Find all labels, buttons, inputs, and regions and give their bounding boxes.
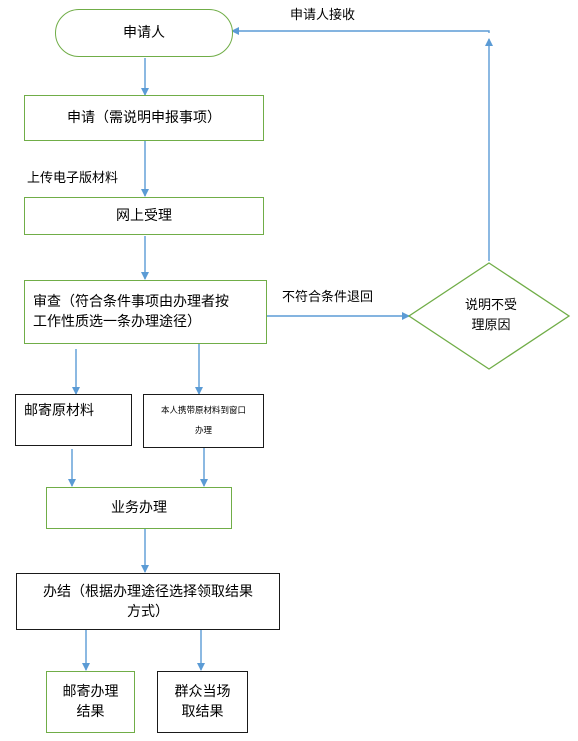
node-review: 审查（符合条件事项由办理者按 工作性质选一条办理途径） [24,280,267,344]
node-onsite-result: 群众当场 取结果 [157,671,248,733]
node-onsite-result-line2: 取结果 [181,704,224,720]
edge-label-upload: 上传电子版材料 [27,171,119,186]
node-apply: 申请（需说明申报事项） [24,95,264,141]
node-reject-reason: 说明不受 理原因 [459,297,523,335]
node-review-line1: 审查（符合条件事项由办理者按 [33,294,229,310]
edge-label-reject: 不符合条件退回 [282,290,374,305]
node-onsite-result-line1: 群众当场 [174,684,231,700]
node-reject-line2: 理原因 [471,318,511,333]
edge-label-receive: 申请人接收 [290,8,356,23]
node-bring-originals: 本人携带原材料到窗口 办理 [143,394,264,448]
node-apply-label: 申请（需说明申报事项） [67,110,221,126]
node-mail-result-line1: 邮寄办理 [62,684,119,700]
node-mail-result-line2: 结果 [76,704,105,720]
node-applicant: 申请人 [55,9,233,57]
node-applicant-label: 申请人 [123,25,165,41]
reject-diamond [407,262,571,370]
node-bring-originals-line2: 办理 [194,426,212,436]
node-reject-line1: 说明不受 [464,298,517,313]
node-mail-result: 邮寄办理 结果 [46,671,135,733]
node-finish: 办结（根据办理途径选择领取结果 方式） [16,573,280,630]
arrow-back-to-applicant [231,27,490,35]
node-online-accept: 网上受理 [24,197,264,235]
node-online-accept-label: 网上受理 [116,208,172,224]
node-business-label: 业务办理 [111,500,167,516]
node-mail-originals: 邮寄原材料 [15,394,132,446]
node-mail-originals-label: 邮寄原材料 [24,403,94,419]
node-review-line2: 工作性质选一条办理途径） [33,314,201,330]
node-finish-line1: 办结（根据办理途径选择领取结果 [43,583,253,600]
node-finish-line2: 方式） [127,603,169,620]
node-bring-originals-line1: 本人携带原材料到窗口 [160,406,246,416]
node-business: 业务办理 [46,487,232,529]
